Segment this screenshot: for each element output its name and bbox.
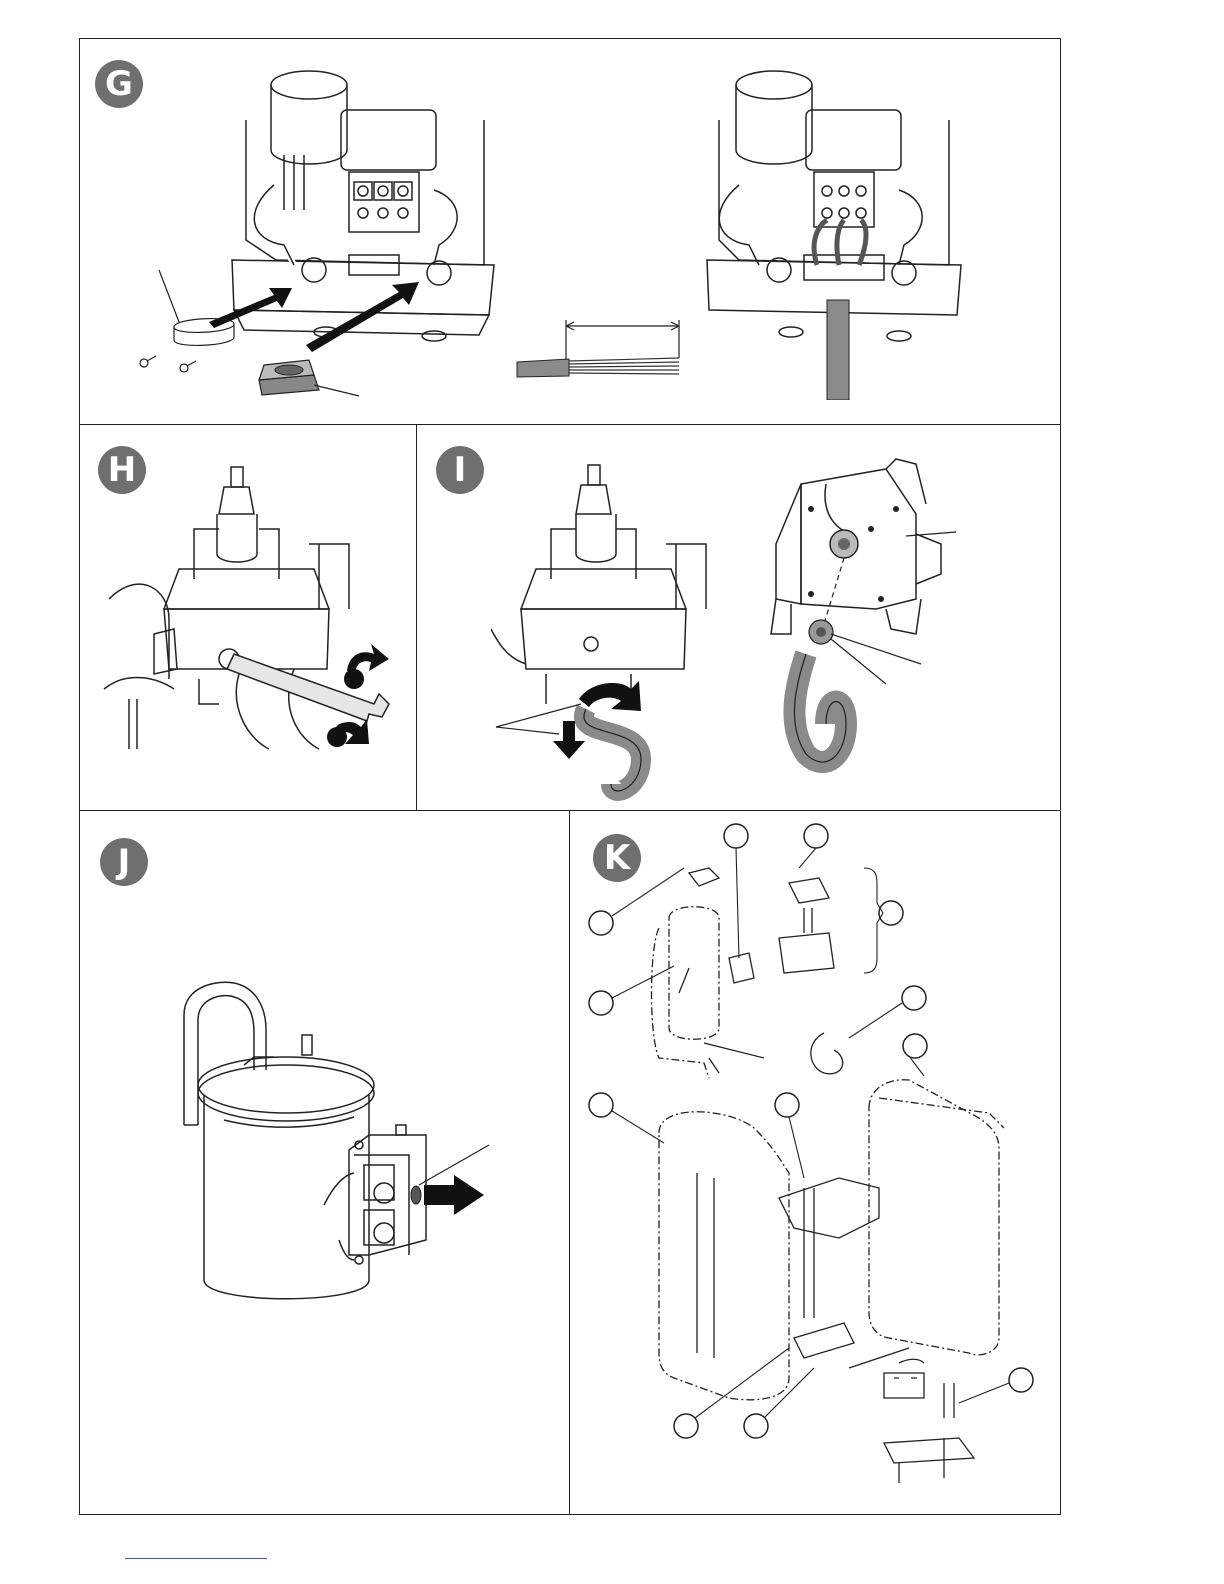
unit-wired-illustration xyxy=(699,60,999,400)
panel-j-badge: J xyxy=(100,838,148,886)
panel-g: G xyxy=(79,38,1061,424)
panel-j: J xyxy=(79,810,569,1515)
valve-hose-illustration xyxy=(491,459,721,804)
stripped-cable-illustration xyxy=(514,318,689,388)
heater-fitting-illustration xyxy=(756,454,966,794)
cylinder-terminal-illustration xyxy=(164,975,504,1320)
panel-i: I xyxy=(416,424,1061,810)
unit-assembly-illustration xyxy=(134,60,514,410)
panel-i-badge: I xyxy=(436,446,484,494)
panel-h: H xyxy=(79,424,416,810)
exploded-parts-diagram xyxy=(579,818,1049,1508)
footer-link-rule xyxy=(125,1558,267,1559)
panel-k: K xyxy=(569,810,1061,1515)
valve-spanner-illustration xyxy=(99,459,399,789)
